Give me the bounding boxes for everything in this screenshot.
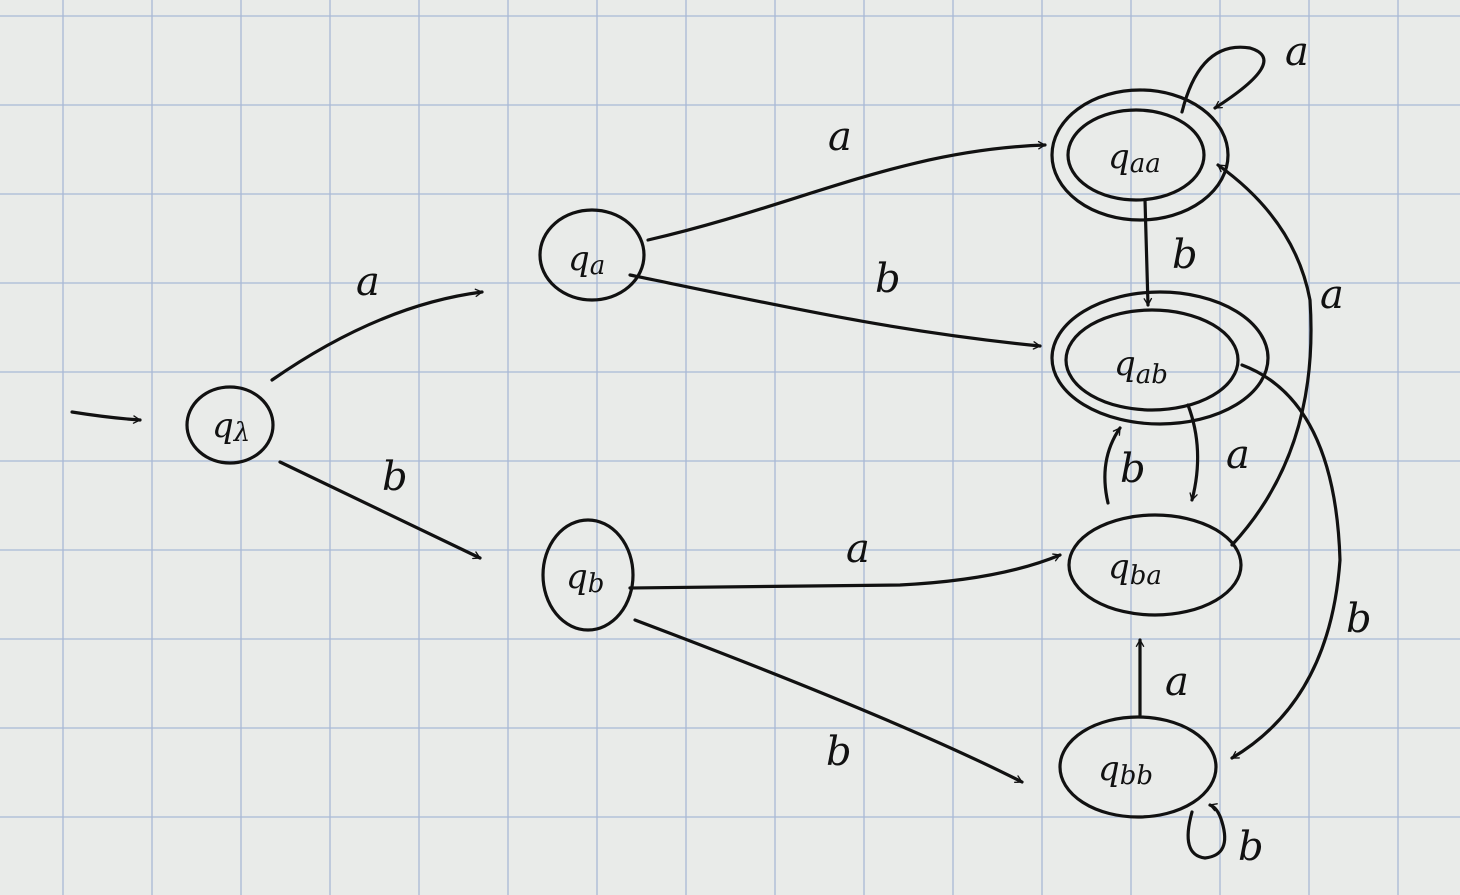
transition-lambda-a: a <box>270 259 484 382</box>
state-q-lambda: qλ <box>185 385 275 465</box>
transition-b-bb: b <box>633 618 1024 784</box>
svg-text:a: a <box>828 114 852 160</box>
transition-ab-ba: a <box>1186 403 1250 502</box>
transition-bb-ba: a <box>1140 638 1189 717</box>
transition-b-ba: a <box>628 526 1062 590</box>
svg-text:b: b <box>875 256 901 302</box>
svg-text:a: a <box>846 526 870 572</box>
state-q-bb: qbb <box>1058 715 1218 819</box>
transition-aa-ab: b <box>1143 198 1198 307</box>
state-q-a: qa <box>538 208 646 302</box>
svg-text:qba: qba <box>1108 547 1162 591</box>
svg-text:a: a <box>1320 272 1344 318</box>
svg-text:b: b <box>826 729 852 775</box>
state-q-b: qb <box>541 518 635 632</box>
transition-lambda-b: b <box>278 454 482 560</box>
transition-ba-aa: a <box>1216 163 1344 547</box>
svg-text:b: b <box>1120 446 1146 492</box>
svg-text:b: b <box>1172 232 1198 278</box>
transition-a-ab: b <box>628 256 1042 346</box>
state-q-ba: qba <box>1067 513 1243 617</box>
start-arrow <box>70 410 142 420</box>
svg-text:qab: qab <box>1114 344 1168 390</box>
transition-a-aa: a <box>646 114 1047 242</box>
svg-text:a: a <box>356 259 380 305</box>
transition-aa-loop: a <box>1180 29 1309 114</box>
state-q-aa: qaa <box>1050 88 1230 222</box>
transition-ba-ab: b <box>1103 426 1146 505</box>
transition-bb-loop: b <box>1186 805 1264 870</box>
transition-ab-bb: b <box>1230 363 1372 760</box>
svg-text:a: a <box>1165 659 1189 705</box>
svg-text:qa: qa <box>568 239 605 281</box>
svg-text:qλ: qλ <box>212 406 250 448</box>
svg-text:b: b <box>1238 824 1264 870</box>
state-q-ab: qab <box>1050 290 1270 426</box>
svg-text:qaa: qaa <box>1108 137 1161 179</box>
svg-text:a: a <box>1226 432 1250 478</box>
svg-text:qb: qb <box>566 557 604 599</box>
svg-text:b: b <box>1346 596 1372 642</box>
svg-text:a: a <box>1285 29 1309 75</box>
svg-text:qbb: qbb <box>1098 749 1153 791</box>
svg-text:b: b <box>382 454 408 500</box>
